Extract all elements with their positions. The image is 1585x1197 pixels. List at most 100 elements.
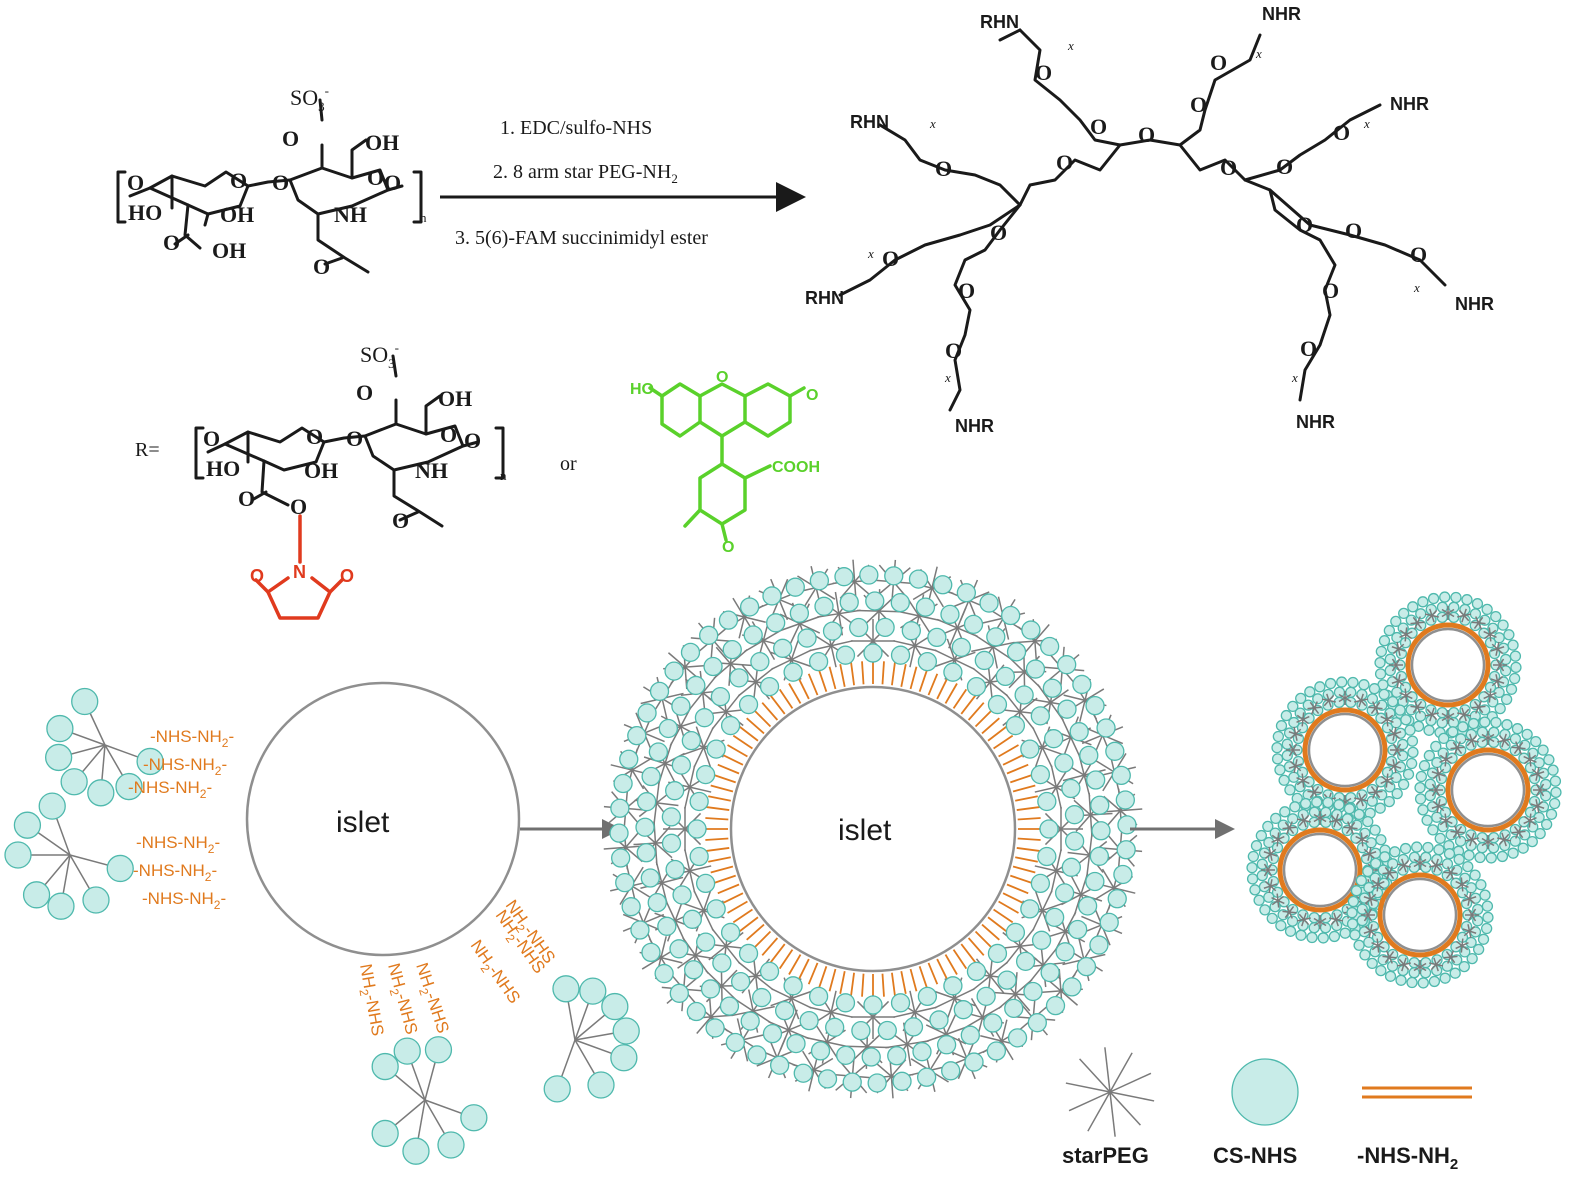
star-arm (1295, 728, 1302, 735)
linker-bond (993, 908, 1014, 924)
star-arm (1413, 966, 1421, 972)
star-arm (1497, 680, 1505, 684)
star-arm (1388, 872, 1395, 880)
star-arm (1487, 837, 1495, 843)
nhs-ester-structure: N O O (250, 514, 354, 620)
cs-nhs-bead (1014, 685, 1034, 705)
linker-bond (927, 962, 939, 985)
star-arm (1363, 930, 1371, 934)
star-arm (1344, 693, 1352, 699)
star-arm (1075, 814, 1092, 832)
peg-o-3: O (1138, 122, 1155, 147)
star-arm (1489, 634, 1492, 642)
cs-nhs-bead (933, 575, 953, 595)
linker-bond (960, 943, 976, 963)
starpeg-cluster (371, 1036, 488, 1165)
linker-bond (993, 734, 1014, 750)
linker-bond (839, 971, 846, 994)
cs-nhs-bead (1550, 786, 1562, 799)
linker-bond (967, 702, 985, 721)
star-arm (1288, 821, 1293, 829)
star-arm (1539, 789, 1545, 797)
nh-label: NH (334, 202, 367, 227)
cs-nhs-bead (1481, 603, 1493, 616)
cs-nhs-bead (773, 638, 793, 658)
cs-nhs-bead (44, 743, 73, 772)
cs-nhs-bead (966, 961, 987, 982)
star-arm (1401, 858, 1405, 866)
star-arm (907, 1040, 929, 1046)
star-arm (1410, 705, 1418, 708)
linker-bond (974, 930, 993, 949)
cs-nhs-bead (842, 1072, 862, 1092)
star-arm (1438, 805, 1445, 812)
cs-nhs-bead (1023, 981, 1043, 1002)
star-arm (677, 954, 696, 969)
star-arm (1388, 765, 1395, 772)
peg-x-1: x (1067, 38, 1074, 53)
star-arm (1450, 872, 1458, 875)
starpeg-unit (1296, 712, 1310, 727)
star-arm (1497, 646, 1505, 650)
star-arm (998, 993, 1016, 1010)
cs-nhs-bead (783, 976, 803, 996)
star-arm (1449, 872, 1455, 880)
star-arm (1477, 616, 1484, 624)
star-arm (1513, 825, 1520, 833)
cs-nhs-bead (1107, 889, 1127, 909)
star-arm (684, 849, 691, 872)
star-arm (1380, 715, 1388, 721)
star-arm (1401, 964, 1405, 972)
star-arm (1386, 773, 1389, 781)
starpeg-unit (1329, 912, 1344, 927)
star-arm (1398, 958, 1405, 965)
star-arm (738, 681, 757, 697)
fam-o-label: O (716, 369, 728, 386)
star-arm (1288, 731, 1296, 735)
star-arm (1466, 833, 1473, 840)
star-arm (1433, 865, 1437, 873)
cs-nhs-bead (1067, 919, 1088, 940)
linker-bond (1016, 847, 1040, 852)
cs-nhs-bead (1461, 594, 1473, 606)
star-arm (1449, 956, 1456, 964)
star-arm (1268, 885, 1272, 894)
star-arm (669, 726, 682, 747)
star-arm (1471, 739, 1479, 743)
star-arm (1354, 699, 1362, 703)
cs-nhs-bead (1287, 700, 1299, 713)
star-arm (1270, 848, 1277, 855)
star-arm (778, 622, 801, 632)
star-arm (705, 970, 723, 987)
star-arm (1458, 609, 1465, 617)
cs-nhs-bead (636, 843, 656, 863)
cs-nhs-bead (1021, 620, 1041, 640)
cs-nhs-bead (1501, 719, 1513, 731)
star-arm (1529, 758, 1537, 763)
linker-bond (717, 763, 740, 775)
r-o-glyco: O (346, 426, 363, 451)
star-arm (1289, 911, 1297, 914)
star-arm (1393, 726, 1397, 735)
star-arm (738, 616, 746, 639)
star-arm (1363, 848, 1370, 855)
star-arm (1496, 648, 1504, 655)
star-arm (771, 988, 792, 1000)
cs-nhs-bead (1537, 744, 1549, 756)
star-arm (1435, 863, 1444, 867)
cs-nhs-bead (402, 1137, 430, 1165)
cs-nhs-bead (835, 645, 856, 665)
star-arm (957, 627, 978, 638)
starpeg-unit (1329, 813, 1344, 828)
linker-bond (828, 968, 837, 992)
starpeg-unit (1288, 759, 1303, 774)
linker-bond (839, 664, 846, 687)
star-arm (1285, 905, 1291, 913)
starpeg-unit (1391, 674, 1406, 689)
star-arm (1435, 858, 1439, 866)
fam-ho-label: HO (630, 381, 654, 398)
star-arm (957, 1037, 968, 1059)
cs-nhs-bead (1421, 814, 1433, 826)
star-arm (1313, 813, 1321, 819)
star-arm (1447, 956, 1452, 964)
